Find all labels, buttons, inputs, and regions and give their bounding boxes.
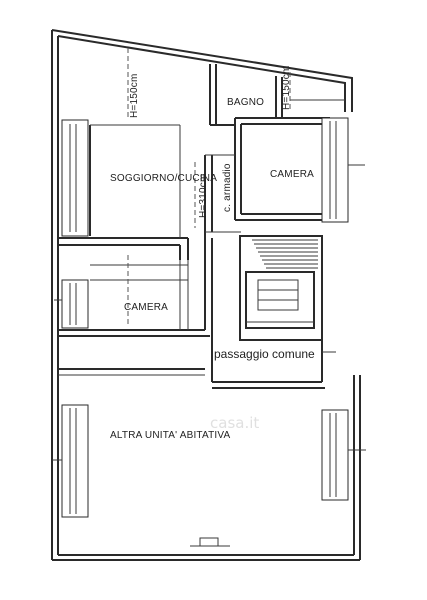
label-camera-top: CAMERA: [270, 169, 314, 180]
watermark: casa.it: [210, 414, 259, 432]
label-passaggio: passaggio comune: [214, 347, 315, 361]
window-left-1: [61, 119, 89, 237]
label-height-1: H=150cm: [129, 74, 140, 118]
window-right-1: [321, 117, 349, 223]
stairwell: [239, 235, 323, 341]
label-height-2: H=150cm: [281, 66, 292, 110]
window-left-2: [61, 279, 89, 329]
label-armadio: c. armadio: [222, 163, 233, 212]
windows: [52, 117, 366, 518]
outer-walls: [51, 29, 361, 561]
height-guides: [127, 48, 291, 325]
window-left-3: [61, 404, 89, 518]
label-altra-unita: ALTRA UNITA' ABITATIVA: [110, 430, 231, 441]
label-height-3: H=310cm: [198, 174, 209, 218]
label-soggiorno: SOGGIORNO/CUCINA: [110, 173, 217, 184]
label-camera-mid: CAMERA: [124, 302, 168, 313]
interior-walls: [58, 64, 345, 547]
room-labels: SOGGIORNO/CUCINA BAGNO CAMERA CAMERA pas…: [110, 66, 315, 441]
window-right-2: [321, 409, 349, 501]
label-bagno: BAGNO: [227, 97, 264, 108]
